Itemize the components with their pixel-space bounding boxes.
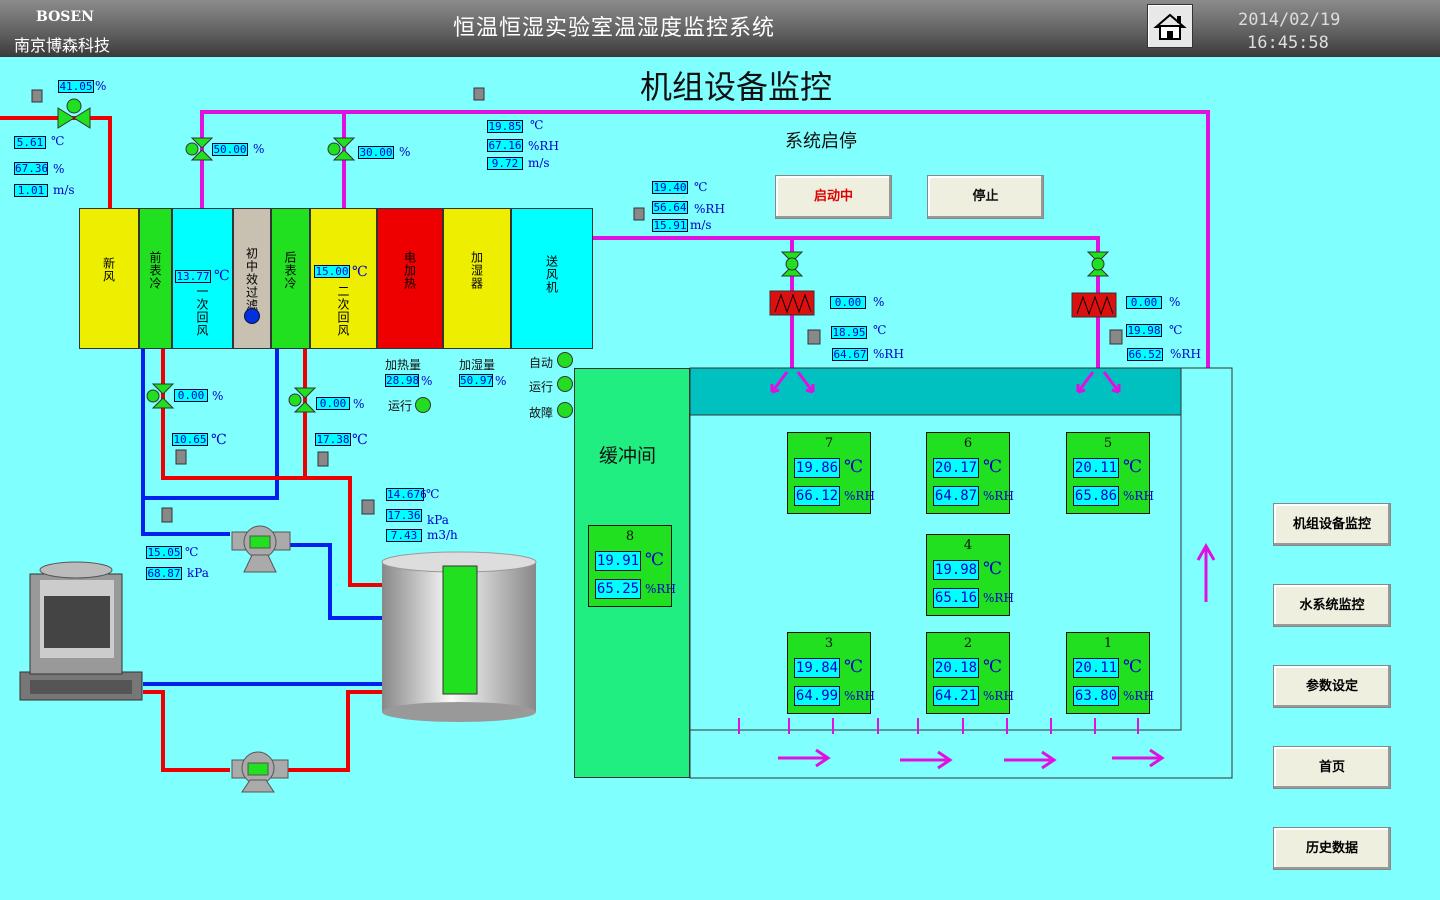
secondary-return-temp: 15.00	[314, 265, 350, 278]
reheat2-output: 0.00	[1126, 296, 1162, 309]
ahu-fresh-air: 新风	[79, 208, 139, 349]
pre-cool-valve-value: 0.00	[174, 389, 208, 402]
primary-return-temp: 13.77	[175, 270, 211, 283]
stop-button[interactable]: 停止	[927, 175, 1044, 219]
brand-cn: 南京博森科技	[14, 36, 111, 55]
room-panel-1: 1 20.11℃ 63.80%RH	[1066, 632, 1154, 714]
tank-pressure-value: 17.36	[386, 509, 422, 522]
ahu-post-cooler: 后表冷	[271, 208, 310, 349]
buffer-sensor-panel: 8 19.91 ℃ 65.25 %RH	[588, 525, 676, 607]
return-duct-temp: 19.85	[487, 120, 523, 133]
post-cool-valve-value: 0.00	[316, 397, 350, 410]
nav-water-system[interactable]: 水系统监控	[1273, 584, 1391, 627]
reheat1-temp: 18.95	[831, 326, 867, 339]
humidify-output-value: 50.97	[459, 374, 494, 387]
room-panel-7: 7 19.86℃ 66.12%RH	[787, 432, 875, 514]
auto-indicator	[557, 352, 573, 368]
buffer-temp-value: 19.91	[595, 551, 641, 571]
run-indicator	[557, 376, 573, 392]
pre-cool-water-temp: 10.65	[172, 433, 208, 446]
heat-output-value: 28.98	[385, 374, 420, 387]
ahu-secondary-return: 二次回风	[310, 208, 377, 349]
supply-duct-temp: 19.40	[652, 181, 688, 194]
pump-temp-value: 15.05	[146, 546, 182, 559]
reheat1-output: 0.00	[830, 296, 866, 309]
supply-duct-hum: 56.64	[652, 201, 688, 214]
system-control-label: 系统启停	[785, 131, 857, 152]
system-title: 恒温恒湿实验室温湿度监控系统	[453, 16, 776, 41]
reheat2-hum: 66.52	[1127, 348, 1163, 361]
tank-temp-value: 14.676	[386, 488, 427, 501]
room-panel-4: 4 19.98℃ 65.16%RH	[926, 534, 1014, 616]
start-button[interactable]: 启动中	[775, 175, 892, 219]
nav-history[interactable]: 历史数据	[1273, 827, 1391, 870]
ahu-pre-cooler: 前表冷	[139, 208, 172, 349]
home-icon	[1153, 13, 1187, 40]
room-panel-2: 2 20.18℃ 64.21%RH	[926, 632, 1014, 714]
room-panel-3: 3 19.84℃ 64.99%RH	[787, 632, 875, 714]
outdoor-hum-value: 67.36	[14, 162, 49, 175]
heater-run-indicator	[415, 397, 431, 413]
fault-indicator	[557, 402, 573, 418]
return-duct-speed: 9.72	[487, 157, 523, 170]
pump-pressure-value: 68.87	[146, 567, 182, 580]
nav-home[interactable]: 首页	[1273, 746, 1391, 789]
nav-parameters[interactable]: 参数设定	[1273, 665, 1391, 708]
date-display: 2014/02/19	[1238, 10, 1341, 30]
tank-flow-value: 7.43	[386, 529, 422, 542]
ahu-electric-heater: 电加热	[377, 208, 443, 349]
outdoor-temp-value: 5.61	[14, 136, 46, 149]
reheat1-hum: 64.67	[832, 348, 868, 361]
room-panel-5: 5 20.11℃ 65.86%RH	[1066, 432, 1154, 514]
supply-duct-speed: 15.91	[652, 219, 688, 232]
filter-status-dot	[244, 308, 260, 324]
room-panel-6: 6 20.17℃ 64.87%RH	[926, 432, 1014, 514]
ahu-filter: 初中效过滤	[233, 208, 271, 349]
title-bar	[0, 0, 1440, 57]
return-valve1-value: 50.00	[212, 143, 248, 156]
brand-en: BOSEN	[36, 9, 94, 25]
buffer-hum-value: 65.25	[595, 579, 641, 599]
outdoor-speed-value: 1.01	[14, 184, 48, 197]
post-cool-water-temp: 17.38	[315, 433, 351, 446]
return-valve2-value: 30.00	[358, 146, 394, 159]
buffer-room-label: 缓冲间	[599, 445, 657, 467]
ahu-humidifier: 加湿器	[443, 208, 511, 349]
return-duct-hum: 67.16	[487, 139, 523, 152]
page-title: 机组设备监控	[640, 68, 833, 106]
home-button[interactable]	[1147, 4, 1193, 48]
outdoor-valve-value: 41.05	[58, 80, 94, 93]
time-display: 16:45:58	[1247, 33, 1329, 53]
nav-unit-monitor[interactable]: 机组设备监控	[1273, 503, 1391, 546]
ahu-supply-fan: 送风机	[511, 208, 593, 349]
reheat2-temp: 19.98	[1126, 324, 1162, 337]
